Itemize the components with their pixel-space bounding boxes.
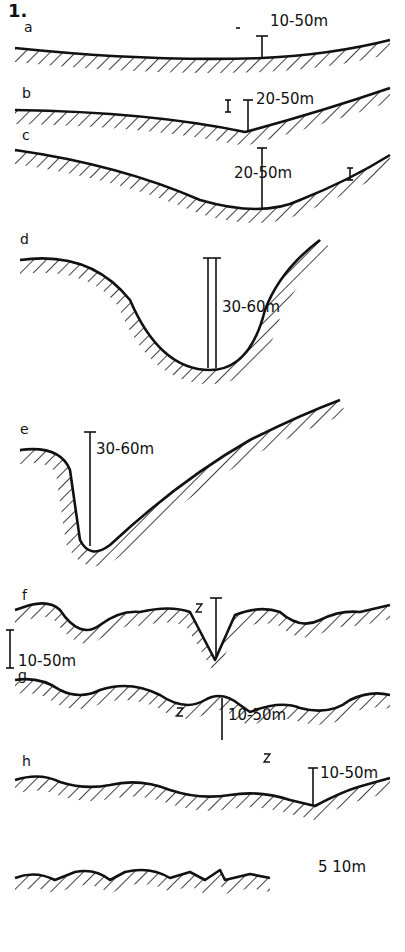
profile-letter: f	[22, 588, 27, 602]
profile-letter: g	[18, 668, 27, 682]
figure-number: 1.	[8, 2, 27, 20]
profile-letter: b	[22, 86, 31, 100]
depth-dimension: 10-50m	[270, 14, 328, 29]
profile-letter: d	[20, 232, 29, 246]
profile-letter: h	[22, 754, 31, 768]
depth-dimension: 30-60m	[96, 442, 154, 457]
depth-dimension: 20-50m	[234, 166, 292, 181]
depth-dimension: 20-50m	[256, 92, 314, 107]
profile-letter: c	[22, 128, 30, 142]
depth-dimension: 30-60m	[222, 300, 280, 315]
depth-dimension: 10-50m	[320, 766, 378, 781]
profile-letter: e	[20, 422, 29, 436]
depth-dimension: 10-50m	[228, 708, 286, 723]
depth-dimension: 10-50m	[18, 654, 76, 669]
profile-letter: a	[24, 20, 33, 34]
scale-dimension: 5 10m	[318, 860, 366, 875]
